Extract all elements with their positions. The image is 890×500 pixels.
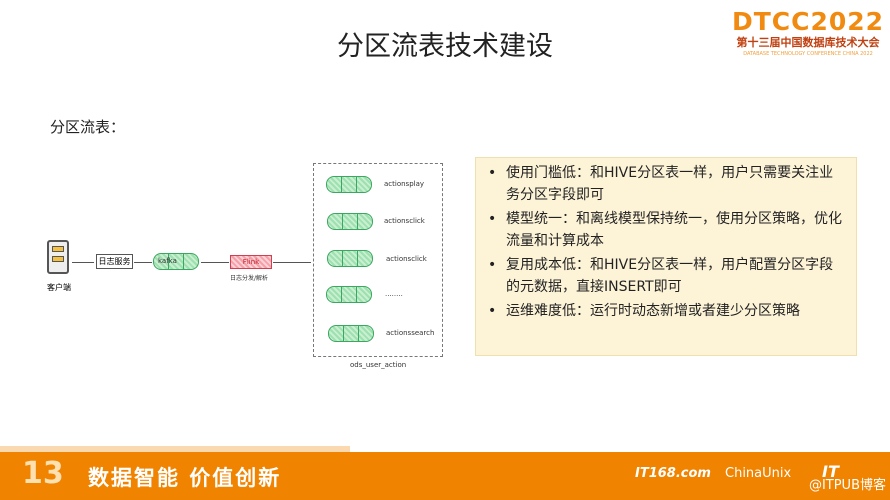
topic-label: actionsclick	[384, 217, 425, 225]
topic-cylinder	[326, 286, 372, 303]
topic-label: actionsclick	[386, 255, 427, 263]
client-label: 客户端	[47, 283, 71, 292]
feature-item: 运维难度低：运行时动态新增或者建少分区策略	[484, 300, 846, 322]
anniversary-badge: 13	[22, 456, 64, 491]
topic-cylinder	[327, 213, 373, 230]
logo-main: DTCC2022	[731, 7, 885, 36]
footer-strip	[0, 446, 350, 452]
client-device-icon	[47, 240, 69, 274]
feature-item: 使用门槛低：和HIVE分区表一样，用户只需要关注业务分区字段即可	[484, 162, 846, 206]
kafka-cylinder: kafka	[153, 253, 199, 270]
arrow	[201, 262, 229, 263]
topic-label: ........	[385, 290, 403, 298]
topic-cylinder	[326, 176, 372, 193]
footer-banner: 13 数据智能 价值创新 IT168.com ChinaUnix IT @ITP…	[0, 446, 890, 500]
topic-group-label: ods_user_action	[350, 361, 407, 369]
log-service-box: 日志服务	[96, 254, 133, 269]
logo-cn: 第十三届中国数据库技术大会	[736, 36, 880, 49]
features-box: 使用门槛低：和HIVE分区表一样，用户只需要关注业务分区字段即可 模型统一：和离…	[475, 157, 857, 356]
chinaunix-logo: ChinaUnix	[725, 466, 792, 481]
flink-box: Flink	[230, 255, 272, 269]
flink-label: 日志分发/解析	[230, 275, 269, 282]
arrow	[134, 262, 152, 263]
topic-label: actionsplay	[384, 180, 425, 188]
arrow	[273, 262, 311, 263]
feature-item: 复用成本低：和HIVE分区表一样，用户配置分区字段的元数据，直接INSERT即可	[484, 254, 846, 298]
dtcc-logo: DTCC2022 第十三届中国数据库技术大会 DATABASE TECHNOLO…	[728, 8, 888, 58]
feature-item: 模型统一：和离线模型保持统一，使用分区策略，优化流量和计算成本	[484, 208, 846, 252]
it168-logo: IT168.com	[635, 466, 711, 481]
slide-title: 分区流表技术建设	[337, 31, 553, 62]
kafka-label: kafka	[158, 257, 177, 265]
arrow	[72, 262, 94, 263]
topic-cylinder	[328, 325, 374, 342]
topic-cylinder	[327, 250, 373, 267]
topic-group-box	[313, 163, 443, 357]
watermark: @ITPUB博客	[808, 478, 886, 493]
logo-en: DATABASE TECHNOLOGY CONFERENCE CHINA 202…	[743, 51, 873, 57]
topic-label: actionssearch	[386, 329, 435, 337]
itpub-logo: IT	[822, 462, 839, 481]
footer-slogan: 数据智能 价值创新	[88, 466, 282, 490]
section-subtitle: 分区流表：	[50, 118, 126, 136]
